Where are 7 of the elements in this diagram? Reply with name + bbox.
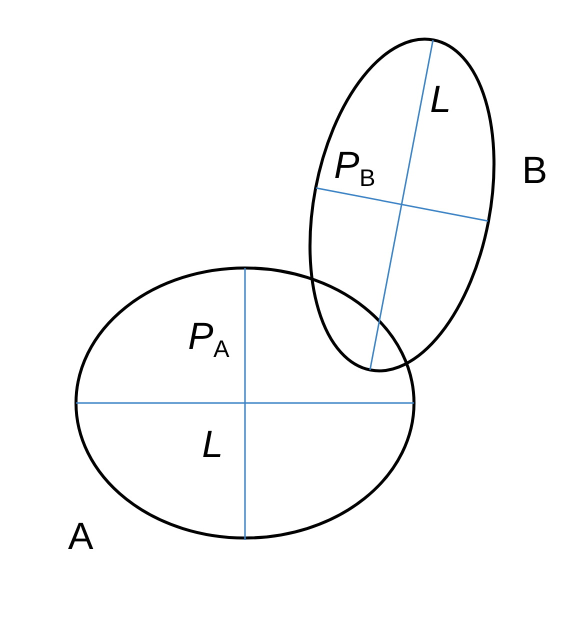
variable-label: L: [430, 81, 452, 119]
variable-label: P$_{B}$: [334, 147, 376, 185]
variable-label: L: [202, 426, 224, 464]
ellipse: [310, 39, 494, 371]
ellipse-label: A: [68, 518, 94, 556]
variable-label: P$_{A}$: [188, 318, 230, 356]
ellipse-label: B: [522, 152, 548, 190]
